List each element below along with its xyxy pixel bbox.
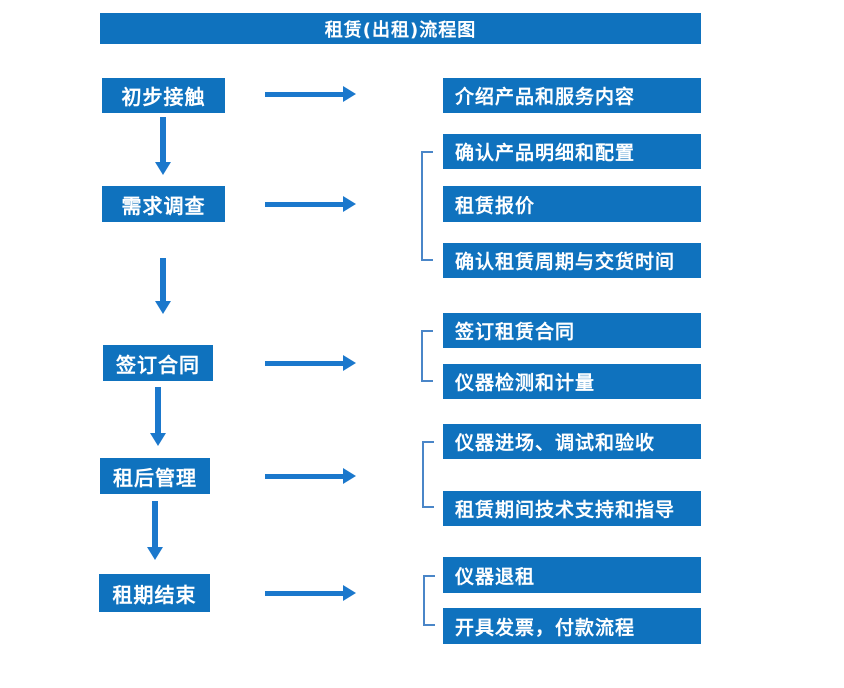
step-demand-survey: 需求调查: [102, 186, 225, 222]
step-post-rental-management: 租后管理: [100, 458, 210, 494]
arrow-shaft: [265, 474, 344, 479]
arrow-head: [343, 196, 356, 212]
arrow-down-icon: [147, 501, 163, 560]
arrow-head: [343, 86, 356, 102]
detail-technical-support-guidance: 租赁期间技术支持和指导: [443, 491, 701, 526]
detail-rental-quotation: 租赁报价: [443, 186, 701, 222]
arrow-right-icon: [265, 468, 356, 484]
arrow-right-icon: [265, 585, 356, 601]
arrow-right-icon: [265, 196, 356, 212]
detail-instrument-testing-metering: 仪器检测和计量: [443, 364, 701, 399]
arrow-down-icon: [155, 258, 171, 314]
detail-introduce-products-services: 介绍产品和服务内容: [443, 78, 701, 113]
bracket-connector: [422, 441, 434, 508]
detail-confirm-rental-period-delivery: 确认租赁周期与交货时间: [443, 243, 701, 278]
arrow-shaft: [265, 361, 344, 366]
arrow-head: [147, 547, 163, 560]
arrow-shaft: [160, 117, 166, 163]
arrow-shaft: [160, 258, 166, 302]
arrow-down-icon: [150, 387, 166, 446]
arrow-head: [155, 301, 171, 314]
detail-sign-rental-contract: 签订租赁合同: [443, 313, 701, 348]
step-initial-contact: 初步接触: [102, 78, 225, 113]
arrow-head: [150, 433, 166, 446]
diagram-title: 租赁(出租)流程图: [100, 13, 701, 44]
arrow-head: [343, 585, 356, 601]
detail-instrument-return: 仪器退租: [443, 557, 701, 593]
step-rental-end: 租期结束: [99, 574, 210, 612]
arrow-shaft: [265, 591, 344, 596]
detail-invoice-payment-process: 开具发票，付款流程: [443, 608, 701, 644]
bracket-connector: [421, 151, 433, 261]
arrow-shaft: [265, 92, 344, 97]
arrow-shaft: [152, 501, 158, 548]
arrow-head: [155, 162, 171, 175]
arrow-head: [343, 355, 356, 371]
bracket-connector: [423, 575, 435, 626]
detail-instrument-entry-debug-acceptance: 仪器进场、调试和验收: [443, 424, 701, 459]
arrow-right-icon: [265, 355, 356, 371]
arrow-head: [343, 468, 356, 484]
step-sign-contract: 签订合同: [103, 345, 213, 381]
arrow-right-icon: [265, 86, 356, 102]
arrow-down-icon: [155, 117, 171, 175]
arrow-shaft: [155, 387, 161, 434]
detail-confirm-product-config: 确认产品明细和配置: [443, 134, 701, 169]
arrow-shaft: [265, 202, 344, 207]
bracket-connector: [421, 330, 433, 382]
